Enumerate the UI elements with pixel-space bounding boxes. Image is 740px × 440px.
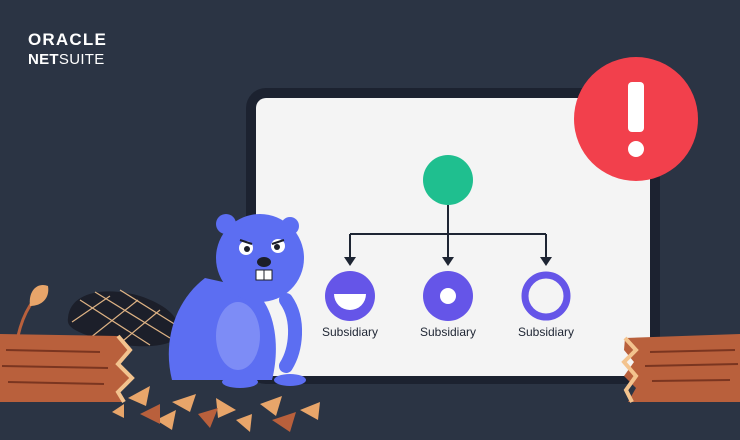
alert-icon [574,57,698,181]
leaf-icon [29,284,49,306]
brand-logo-line1: ORACLE [28,30,107,49]
log-right [621,334,740,403]
wood-chips [112,386,320,432]
brand-logo: ORACLE NETSUITE [28,30,107,70]
brand-logo-suite: SUITE [58,51,105,68]
subsidiary-node-1: Subsidiary [322,271,378,339]
parent-node [423,155,473,205]
subsidiary-node-2: Subsidiary [420,271,476,339]
hierarchy-diagram: Subsidiary Subsidiary Subsidiary [322,155,574,339]
beaver-tail [67,289,179,347]
subsidiary-node-3: Subsidiary [518,271,574,339]
brand-logo-line2: NETSUITE [28,50,107,70]
subsidiary-label-2: Subsidiary [420,325,476,339]
beaver-mascot [168,214,306,388]
connector-lines [349,205,547,258]
subsidiary-ring-icon [521,271,571,321]
brand-logo-net: NET [28,51,59,68]
log-left [0,284,135,404]
wood-chips-dark [140,404,296,432]
subsidiary-label-1: Subsidiary [322,325,378,339]
connector-arrowheads [344,257,552,266]
subsidiary-label-3: Subsidiary [518,325,574,339]
